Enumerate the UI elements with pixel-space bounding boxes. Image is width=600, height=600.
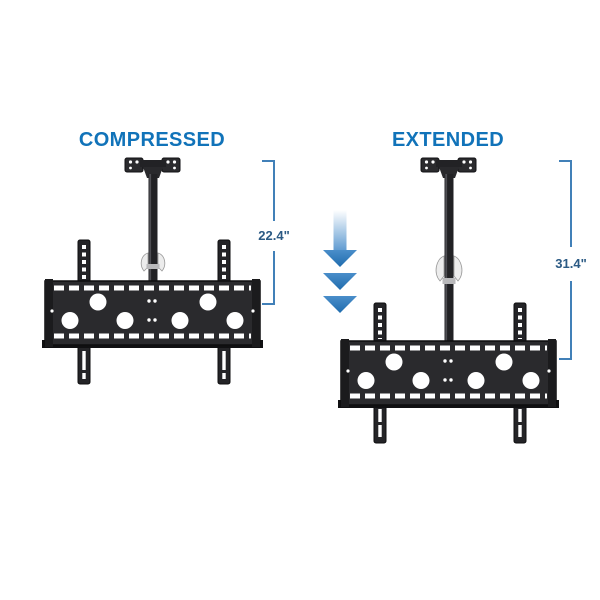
dimension-tick (559, 358, 572, 360)
dimension-tick (262, 303, 275, 305)
triple-down-arrow-icon (318, 208, 362, 320)
dimension-line (570, 160, 572, 247)
mount-pole (148, 174, 158, 284)
wall-plate (42, 279, 263, 348)
wing-nut-joint (435, 255, 463, 284)
wing-nut-joint (140, 252, 166, 272)
extended-mount-image (336, 152, 561, 447)
ceiling-plate (124, 157, 181, 178)
extended-measurement: 31.4" (555, 256, 587, 271)
compressed-heading: COMPRESSED (78, 129, 226, 151)
dimension-tick (262, 160, 275, 162)
dimension-line (273, 251, 275, 305)
dimension-line (570, 281, 572, 359)
telescoping-pole (444, 174, 454, 344)
dimension-tick (559, 160, 572, 162)
extended-heading: EXTENDED (391, 129, 505, 151)
dimension-line (273, 160, 275, 221)
wall-plate (338, 339, 559, 408)
ceiling-plate (420, 157, 477, 178)
compressed-measurement: 22.4" (258, 228, 290, 243)
compressed-mount-image (40, 152, 265, 387)
